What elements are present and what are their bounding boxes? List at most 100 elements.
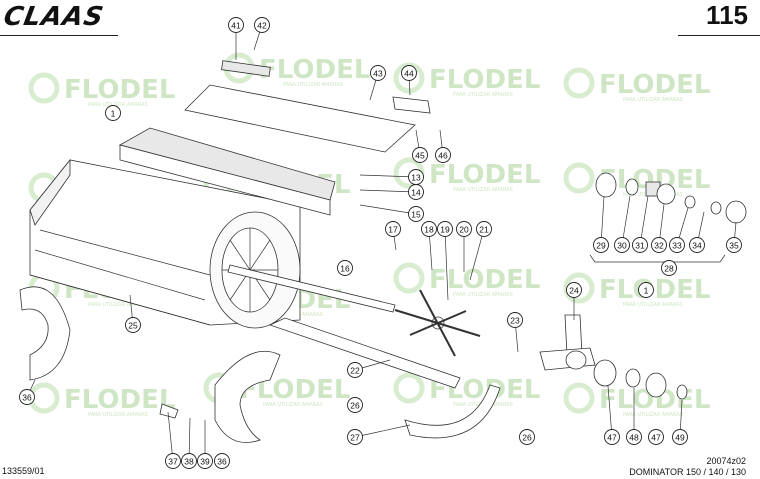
callout-39: 39 <box>197 420 213 469</box>
callout-41: 41 <box>228 17 244 60</box>
callout-circle <box>648 429 664 445</box>
callout-circle <box>437 221 453 237</box>
callout-label: 20 <box>459 225 469 235</box>
watermark-subtext: PARA UTILIZAR AMARAS <box>453 187 513 193</box>
callout-29: 29 <box>593 195 609 253</box>
support-bracket <box>392 96 431 114</box>
callout-circle <box>672 429 688 445</box>
callout-circle <box>626 429 642 445</box>
callout-label: 29 <box>596 241 606 251</box>
watermark-subtext: PARA UTILIZAR AMARAS <box>88 412 148 418</box>
callout-17: 17 <box>385 221 401 251</box>
callout-circle <box>408 184 424 200</box>
leader-line <box>639 195 649 246</box>
watermark-gear-icon <box>563 67 595 99</box>
callout-49: 49 <box>672 399 688 445</box>
watermark-subtext: PARA UTILIZAR AMARAS <box>263 402 323 408</box>
callout-16: 16 <box>337 260 353 276</box>
watermark-gear-icon <box>563 382 595 414</box>
callout-label: 39 <box>200 457 210 467</box>
callout-28: 28 <box>661 260 677 276</box>
callout-circle <box>165 453 181 469</box>
watermark-gear-icon <box>393 372 425 404</box>
watermark-text: FLODEL <box>64 385 175 415</box>
callout-47: 47 <box>648 429 664 445</box>
callout-circle <box>347 397 363 413</box>
small-bracket <box>159 403 179 419</box>
callout-18: 18 <box>421 221 437 271</box>
callout-label: 32 <box>654 241 664 251</box>
page-number: 115 <box>706 0 748 30</box>
figure-code: 20074z02 <box>706 456 746 466</box>
watermark-text: FLODEL <box>429 160 540 190</box>
leader-line <box>167 411 174 462</box>
callout-26: 26 <box>347 397 363 413</box>
callout-label: 33 <box>672 241 682 251</box>
watermark-gear-icon <box>393 262 425 294</box>
callout-circle <box>181 453 197 469</box>
callout-19: 19 <box>437 221 453 301</box>
watermark-subtext: PARA UTILIZAR AMARAS <box>623 97 683 103</box>
callout-circle <box>614 237 630 253</box>
callout-44: 44 <box>401 65 417 96</box>
callout-circle <box>408 206 424 222</box>
callout-31: 31 <box>632 195 649 253</box>
leader-line <box>359 204 417 215</box>
callout-circle <box>669 237 685 253</box>
callout-label: 44 <box>404 69 414 79</box>
callout-13: 13 <box>359 169 424 185</box>
callout-34: 34 <box>689 211 705 253</box>
callout-label: 26 <box>522 433 532 443</box>
callout-circle <box>593 237 609 253</box>
callout-label: 21 <box>479 225 489 235</box>
callout-circle <box>632 237 648 253</box>
callout-label: 14 <box>411 188 421 198</box>
callout-label: 31 <box>635 241 645 251</box>
callout-25: 25 <box>125 294 141 333</box>
callout-label: 18 <box>424 225 434 235</box>
watermark-subtext: PARA UTILIZAR AMARAS <box>453 292 513 298</box>
watermark-text: FLODEL <box>599 275 710 305</box>
watermark-text: FLODEL <box>599 70 710 100</box>
callout-1: 1 <box>638 282 654 298</box>
drawing-code: 133559/01 <box>2 466 45 476</box>
model-label: DOMINATOR 150 / 140 / 130 <box>629 467 746 477</box>
callout-45: 45 <box>412 129 428 163</box>
callout-label: 43 <box>373 69 383 79</box>
watermark-gear-icon <box>28 382 60 414</box>
callout-35: 35 <box>726 221 742 253</box>
watermark-subtext: PARA UTILIZAR AMARAS <box>453 92 513 98</box>
leader-line <box>444 228 449 301</box>
callout-circle <box>421 221 437 237</box>
watermark-text: FLODEL <box>64 75 175 105</box>
callout-label: 36 <box>22 393 32 403</box>
cover-plate <box>184 84 416 153</box>
hinge-bracket <box>221 60 271 77</box>
callout-22: 22 <box>347 359 391 378</box>
callout-circle <box>370 65 386 81</box>
drum-assembly <box>29 158 301 329</box>
callout-20: 20 <box>456 221 472 272</box>
callout-32: 32 <box>651 203 667 253</box>
side-discs <box>19 286 281 443</box>
callout-label: 45 <box>415 151 425 161</box>
watermark-text: FLODEL <box>429 265 540 295</box>
callout-circle <box>507 312 523 328</box>
callout-label: 38 <box>184 457 194 467</box>
bearing-row <box>589 172 747 263</box>
shaft <box>227 264 396 313</box>
page-rule <box>678 35 760 36</box>
callout-label: 47 <box>607 433 617 443</box>
watermark-gear-icon <box>28 72 60 104</box>
callout-label: 25 <box>128 321 138 331</box>
callout-label: 37 <box>168 457 178 467</box>
callout-label: 24 <box>569 286 579 296</box>
